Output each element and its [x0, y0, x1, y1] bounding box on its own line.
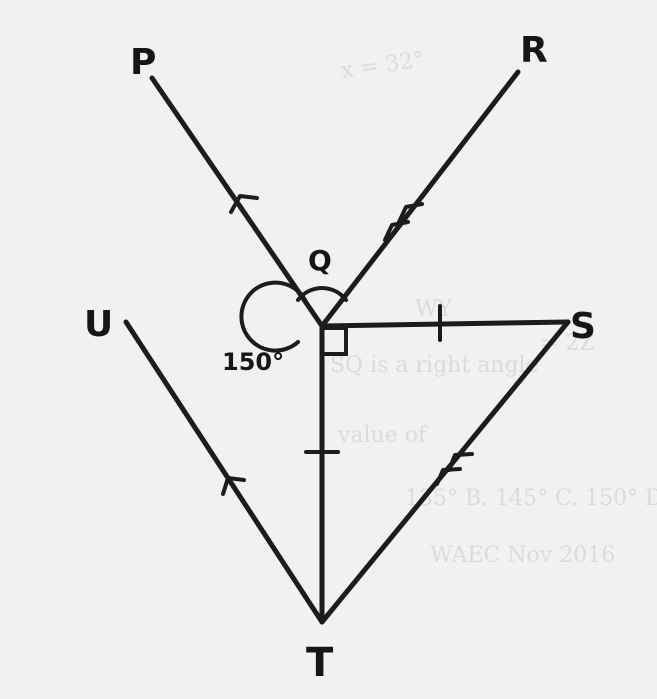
- arrow-markers: [221, 194, 474, 496]
- label-R: R: [520, 30, 548, 71]
- segment-QR: [319, 69, 521, 329]
- ghost-text-4: SQ is a right angle: [330, 353, 539, 378]
- point-labels: P R Q U S T 150°: [84, 30, 596, 686]
- ghost-text-5: value of: [337, 423, 428, 448]
- right-angle-marker: [320, 326, 348, 356]
- label-P: P: [130, 42, 156, 83]
- ghost-text-2: WY: [415, 297, 453, 322]
- angle-label-150: 150°: [222, 348, 284, 376]
- arrow-2-on-TS: [435, 467, 462, 486]
- background-text: x = 32° WY = 2Z SQ is a right angle valu…: [330, 48, 657, 568]
- label-S: S: [570, 306, 596, 347]
- label-T: T: [306, 640, 334, 686]
- arrow-on-UT: [221, 476, 246, 496]
- segment-TS: [319, 319, 571, 625]
- segment-UT: [123, 319, 325, 625]
- ghost-text-7: WAEC Nov 2016: [430, 543, 615, 568]
- angle-markings: [239, 280, 348, 356]
- arrow-1-on-TS: [447, 452, 474, 472]
- arrow-1-on-QR: [383, 220, 410, 242]
- angle-arc-PQR: [296, 286, 348, 302]
- arrow-2-on-QR: [397, 202, 424, 224]
- angle-arc-150: [239, 280, 309, 353]
- label-U: U: [84, 304, 113, 345]
- tick-marks: [304, 304, 442, 454]
- segment-QS: [319, 319, 571, 329]
- ghost-text-6: 135° B. 145° C. 150° D.: [405, 486, 657, 511]
- segments: [123, 69, 571, 625]
- arrow-on-PQ: [229, 194, 259, 214]
- ghost-text-1: x = 32°: [339, 48, 425, 84]
- label-Q: Q: [308, 244, 332, 277]
